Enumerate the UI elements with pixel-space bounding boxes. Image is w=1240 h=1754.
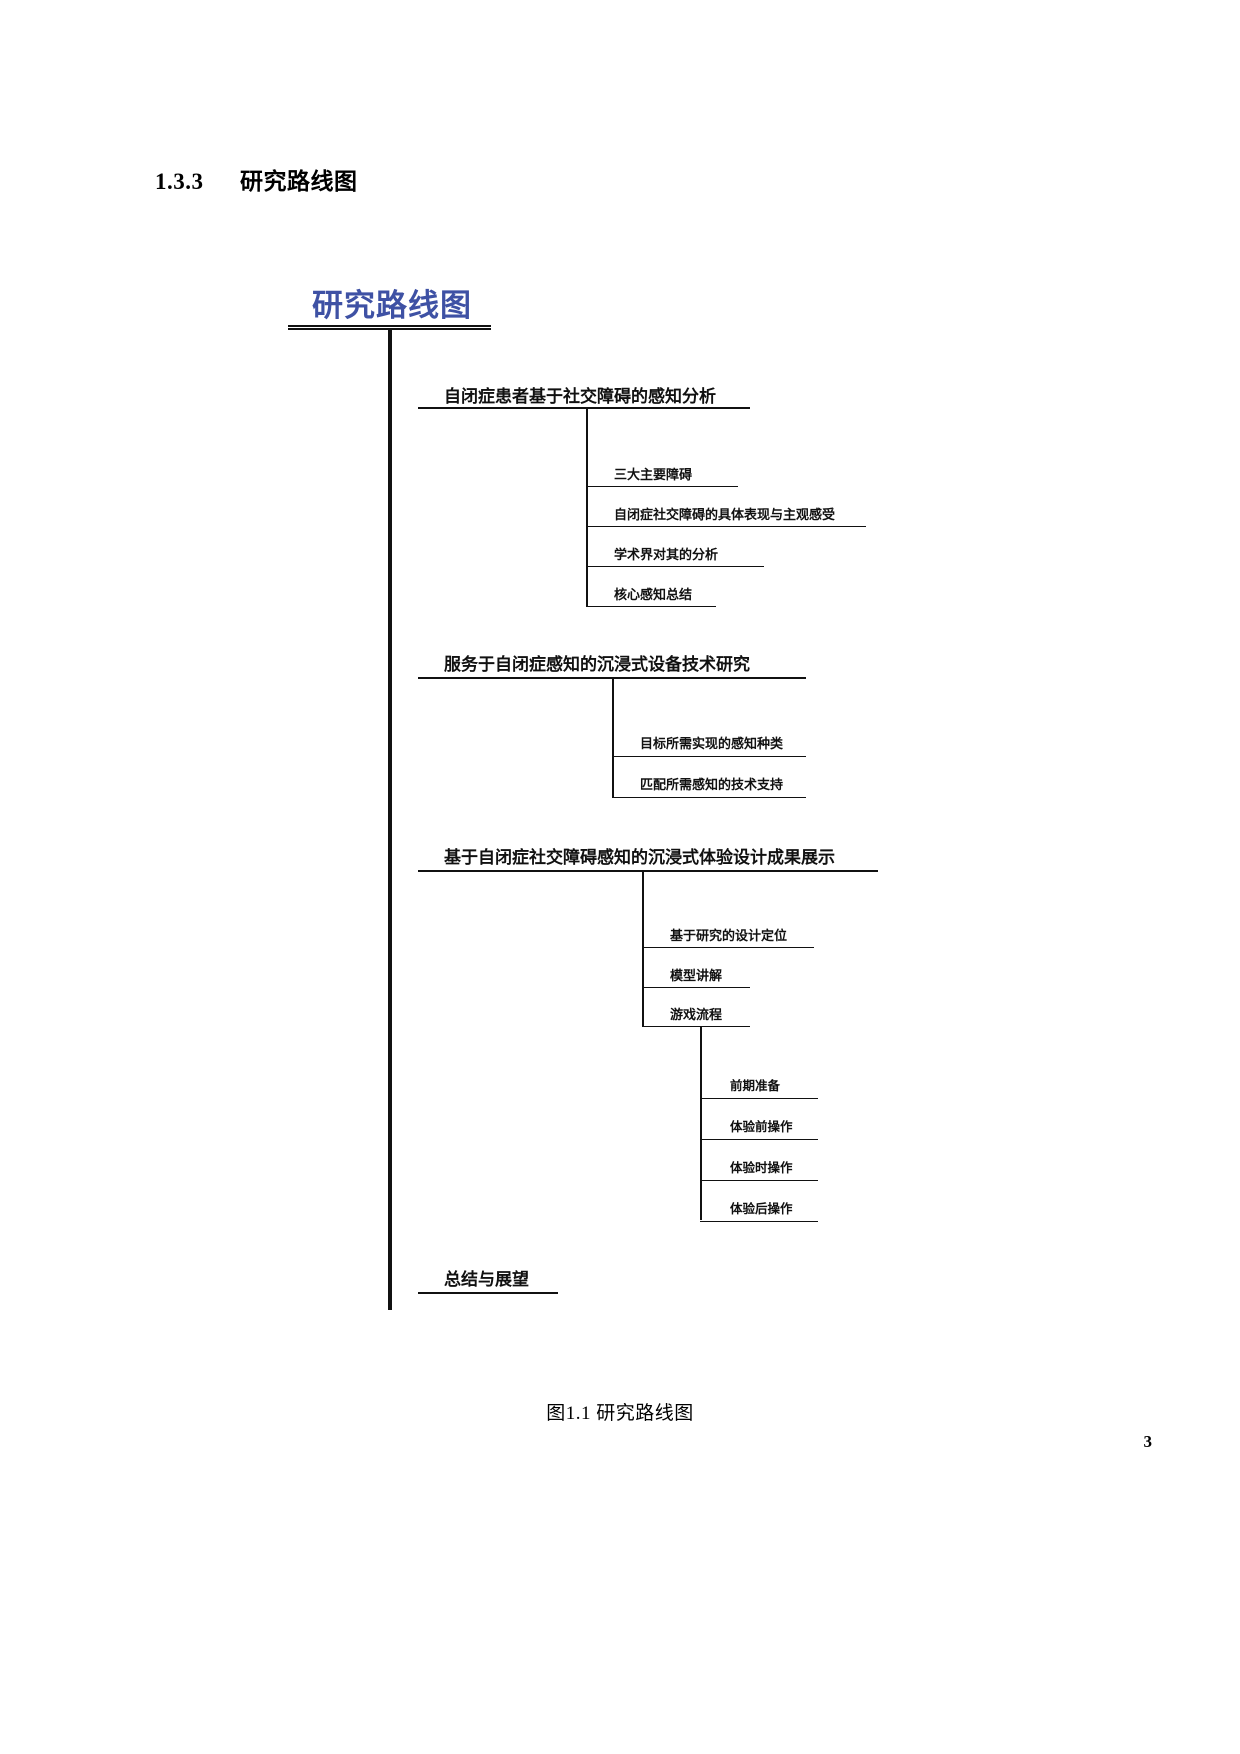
branch-3-grandchild-2-label: 体验前操作 [730,1120,793,1134]
branch-1-child-2-underline [586,526,866,527]
section-number: 1.3.3 [155,169,204,194]
figure-caption: 图1.1 研究路线图 [546,1403,694,1424]
branch-3-grandchild-1-underline [700,1098,818,1099]
research-roadmap-diagram: 研究路线图 自闭症患者基于社交障碍的感知分析 三大主要障碍 自闭症社交障碍的具体… [288,288,878,1310]
branch-3-grandchild-4-underline [700,1221,818,1222]
branch-1-child-2-label: 自闭症社交障碍的具体表现与主观感受 [614,507,836,522]
branch-2-child-1-underline [612,756,806,757]
branch-1-child-4-underline [586,606,716,607]
branch-3-child-3-underline [642,1026,750,1027]
page-number: 3 [1143,1432,1153,1451]
branch-1-child-connector [586,407,588,607]
branch-3-child-connector [642,870,644,1026]
diagram-main-spine [388,330,392,1310]
branch-3-grandchild-4-label: 体验后操作 [730,1202,793,1216]
branch-1-underline [418,407,750,409]
branch-2-child-1-label: 目标所需实现的感知种类 [640,736,784,751]
branch-1-child-3-label: 学术界对其的分析 [614,547,719,562]
diagram-top-bar [288,325,491,330]
page-section-heading: 1.3.3 研究路线图 [155,162,358,196]
branch-1-child-1-underline [586,486,738,487]
branch-4-label: 总结与展望 [444,1270,529,1289]
branch-4-underline [418,1292,558,1294]
diagram-title: 研究路线图 [312,288,472,323]
branch-1-child-1-label: 三大主要障碍 [614,467,693,482]
section-title: 研究路线图 [240,169,358,194]
branch-3-grandchild-2-underline [700,1139,818,1140]
branch-2-child-connector [612,677,614,797]
branch-3-child-3-label: 游戏流程 [670,1007,723,1022]
branch-3-underline [418,870,878,872]
branch-1-label: 自闭症患者基于社交障碍的感知分析 [444,387,716,406]
branch-3-child-2-label: 模型讲解 [670,968,723,983]
branch-1-child-4-label: 核心感知总结 [614,587,693,602]
branch-3-grandchild-3-underline [700,1180,818,1181]
branch-2-child-2-label: 匹配所需感知的技术支持 [640,777,784,792]
branch-1-child-3-underline [586,566,764,567]
branch-3-grandchild-1-label: 前期准备 [730,1079,781,1093]
branch-3-child-1-underline [642,947,814,948]
branch-3-child-2-underline [642,987,750,988]
branch-2-child-2-underline [612,797,806,798]
branch-3-grandchild-connector [700,1026,702,1220]
branch-3-label: 基于自闭症社交障碍感知的沉浸式体验设计成果展示 [444,848,835,867]
branch-2-label: 服务于自闭症感知的沉浸式设备技术研究 [444,655,750,674]
branch-3-grandchild-3-label: 体验时操作 [730,1161,793,1175]
branch-3-child-1-label: 基于研究的设计定位 [670,928,788,943]
